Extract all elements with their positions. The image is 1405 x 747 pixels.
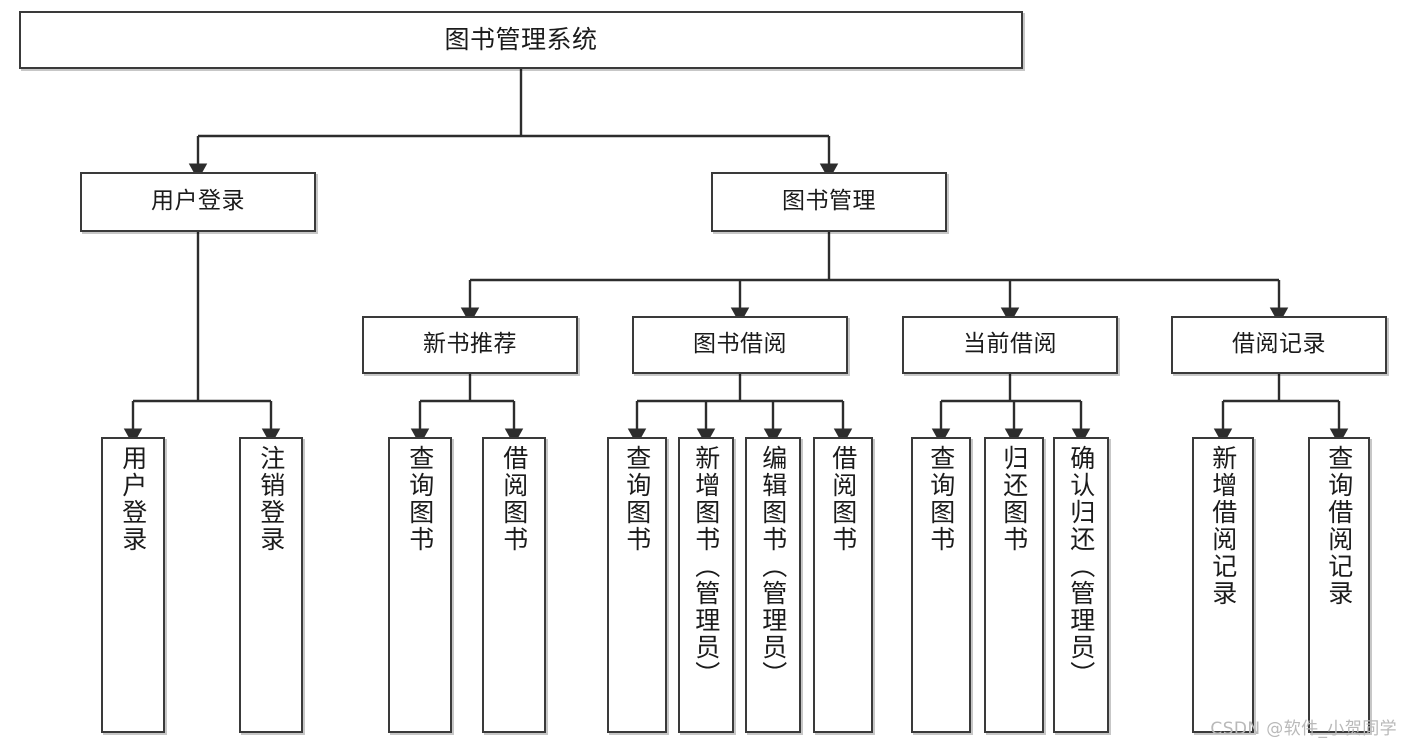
node-label: 图书借阅 [693, 331, 787, 358]
node-current-borrow[interactable]: 当前借阅 [902, 316, 1118, 374]
node-leaf-query-book-2[interactable]: 查询图书 [607, 437, 667, 733]
node-label: 用户登录 [151, 188, 245, 215]
node-leaf-edit-book[interactable]: 编辑图书（管理员） [745, 437, 801, 733]
node-leaf-borrow-book-1[interactable]: 借阅图书 [482, 437, 546, 733]
node-label: 新书推荐 [423, 331, 517, 358]
node-leaf-query-record[interactable]: 查询借阅记录 [1308, 437, 1370, 733]
node-book-management[interactable]: 图书管理 [711, 172, 947, 232]
node-new-book-recommend[interactable]: 新书推荐 [362, 316, 578, 374]
node-label: 查询借阅记录 [1324, 445, 1354, 607]
node-leaf-user-login[interactable]: 用户登录 [101, 437, 165, 733]
node-leaf-add-book[interactable]: 新增图书（管理员） [678, 437, 734, 733]
node-label: 图书管理系统 [444, 25, 598, 54]
node-label: 归还图书 [999, 445, 1029, 553]
node-label: 确认归还（管理员） [1066, 445, 1096, 688]
node-label: 新增图书（管理员） [691, 445, 721, 688]
node-leaf-logout[interactable]: 注销登录 [239, 437, 303, 733]
node-label: 当前借阅 [963, 331, 1057, 358]
node-leaf-confirm-return[interactable]: 确认归还（管理员） [1053, 437, 1109, 733]
node-label: 用户登录 [118, 445, 148, 553]
node-book-borrow[interactable]: 图书借阅 [632, 316, 848, 374]
node-leaf-add-record[interactable]: 新增借阅记录 [1192, 437, 1254, 733]
node-label: 图书管理 [782, 188, 876, 215]
edge-paths [123, 69, 1349, 446]
node-label: 查询图书 [622, 445, 652, 553]
node-label: 借阅图书 [499, 445, 529, 553]
node-root[interactable]: 图书管理系统 [19, 11, 1023, 69]
node-label: 查询图书 [926, 445, 956, 553]
node-label: 新增借阅记录 [1208, 445, 1238, 607]
node-leaf-query-book-1[interactable]: 查询图书 [388, 437, 452, 733]
node-user-login[interactable]: 用户登录 [80, 172, 316, 232]
watermark-label: CSDN @软件_小贺同学 [1210, 719, 1397, 739]
node-leaf-return-book[interactable]: 归还图书 [984, 437, 1044, 733]
node-label: 查询图书 [405, 445, 435, 553]
node-label: 注销登录 [256, 445, 286, 553]
node-label: 借阅图书 [828, 445, 858, 553]
node-label: 借阅记录 [1232, 331, 1326, 358]
node-label: 编辑图书（管理员） [758, 445, 788, 688]
node-borrow-record[interactable]: 借阅记录 [1171, 316, 1387, 374]
node-leaf-borrow-book-2[interactable]: 借阅图书 [813, 437, 873, 733]
node-leaf-query-book-3[interactable]: 查询图书 [911, 437, 971, 733]
